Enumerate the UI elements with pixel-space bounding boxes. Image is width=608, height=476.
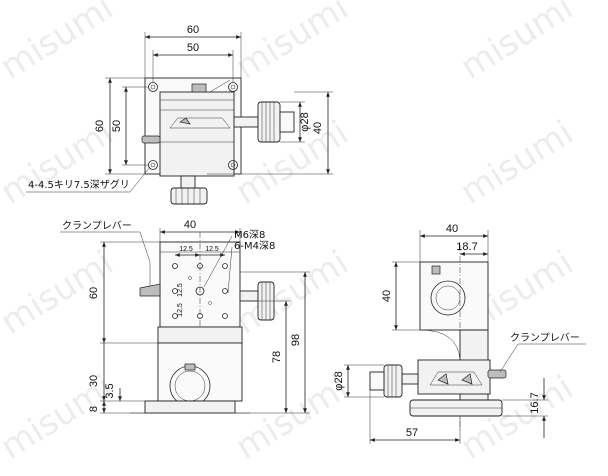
- side-dim-phi28: φ28: [333, 371, 345, 390]
- side-dim-18-7: 18.7: [456, 241, 477, 253]
- side-lower-slide: [417, 359, 491, 395]
- top-dim-50-vertical: 50: [111, 120, 123, 132]
- front-clamp-lever: [139, 283, 161, 297]
- front-thread-m4: 6-M4深8: [234, 240, 275, 252]
- side-dim-40-top: 40: [446, 223, 458, 235]
- top-bottom-neck: [180, 175, 196, 189]
- front-dim-98: 98: [290, 334, 302, 346]
- front-middle-plate: [157, 326, 243, 344]
- front-lower-block: [157, 342, 243, 402]
- watermark-text: misumi: [0, 368, 120, 468]
- front-base-plate: [144, 400, 236, 414]
- top-dim-40: 40: [312, 122, 324, 134]
- side-dim-16-7: 16.7: [529, 392, 541, 413]
- front-dim-78: 78: [271, 351, 283, 363]
- side-knob-circle: [430, 280, 466, 316]
- front-spindle: [239, 290, 259, 302]
- side-knob: [383, 364, 403, 398]
- side-knob-cap: [369, 371, 385, 391]
- top-knob: [257, 101, 281, 143]
- top-spindle: [233, 116, 259, 128]
- front-thread-holes: [172, 263, 228, 319]
- front-dim-40: 40: [184, 219, 196, 231]
- side-lever-label: クランプレバー: [510, 332, 580, 344]
- front-thread-m6: M6深8: [234, 229, 265, 241]
- top-dim-50: 50: [187, 42, 199, 54]
- front-round-knob-cap: [184, 363, 196, 371]
- watermark-text: misumi: [0, 243, 120, 343]
- watermark-text: misumi: [229, 0, 356, 88]
- side-dim-57: 57: [406, 427, 418, 439]
- front-pitch-left: 12.5: [179, 246, 193, 253]
- side-clamp-lever: [487, 369, 507, 379]
- side-view: クランプレバー 40 18.7 40 φ28 16.7 57: [333, 223, 586, 444]
- front-lever-label: クランプレバー: [62, 220, 132, 232]
- top-dim-phi28: φ28: [299, 112, 311, 131]
- watermark-text: misumi: [0, 0, 120, 88]
- side-spindle: [401, 373, 419, 385]
- front-pitch-right: 12.5: [205, 246, 219, 253]
- watermark-text: misumi: [454, 0, 581, 88]
- top-knob-cap: [279, 111, 295, 133]
- front-pitch-vertical-b: 12.5: [177, 303, 184, 317]
- top-clamp-lever: [141, 135, 161, 144]
- front-dim-3-5: 3.5: [104, 383, 116, 398]
- top-stage: [159, 91, 235, 177]
- top-dovetail: [169, 117, 231, 129]
- side-upper-block: [419, 261, 489, 331]
- side-dovetail: [429, 371, 483, 386]
- top-hole-note: 4-4.5キリ7.5深ザグリ: [28, 178, 130, 191]
- top-view: 60 50 60 50 φ28 40 4-4.5キリ7.5深ザグリ: [26, 24, 333, 205]
- side-dim-40-vertical: 40: [381, 290, 393, 302]
- watermark-group: misumi misumi misumi misumi misumi misum…: [0, 0, 580, 468]
- front-dim-60: 60: [88, 287, 100, 299]
- top-dim-60-vertical: 60: [94, 120, 106, 132]
- front-pitch-vertical-a: 12.5: [177, 283, 184, 297]
- top-dim-60: 60: [187, 24, 199, 36]
- front-view: 12.5 12.5 12.5 12.5 40 M6深8 6-M4深8 クランプレ…: [60, 219, 310, 414]
- front-dim-30: 30: [88, 375, 100, 387]
- top-screw: [191, 83, 207, 93]
- front-dim-8: 8: [88, 406, 100, 412]
- top-bottom-knob: [170, 187, 208, 205]
- watermark-text: misumi: [454, 113, 581, 213]
